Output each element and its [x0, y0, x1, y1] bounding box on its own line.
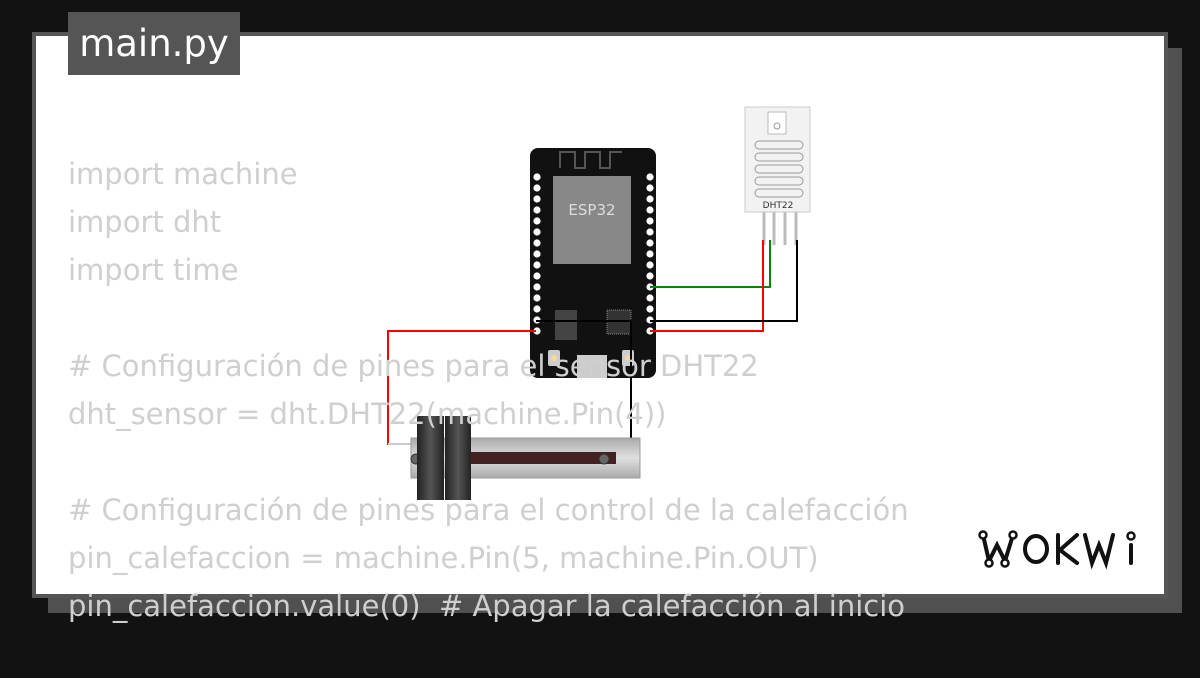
slider-knob[interactable] — [417, 416, 444, 500]
code-line — [68, 438, 909, 486]
header-pin[interactable] — [646, 261, 654, 269]
header-pin[interactable] — [533, 217, 541, 225]
header-pin[interactable] — [533, 184, 541, 192]
esp32-label: ESP32 — [568, 201, 615, 219]
header-pin[interactable] — [646, 195, 654, 203]
circuit-diagram: DHT22 ESP32 — [387, 106, 811, 500]
header-pin[interactable] — [533, 239, 541, 247]
pot-power-wire[interactable] — [387, 330, 536, 445]
header-pin[interactable] — [533, 206, 541, 214]
header-pin[interactable] — [646, 173, 654, 181]
header-pin[interactable] — [533, 327, 541, 335]
signal-wire[interactable] — [650, 240, 771, 288]
header-pin[interactable] — [533, 228, 541, 236]
header-pin[interactable] — [533, 272, 541, 280]
header-pin[interactable] — [646, 272, 654, 280]
header-pin[interactable] — [646, 239, 654, 247]
code-line — [68, 294, 909, 342]
header-pin[interactable] — [533, 195, 541, 203]
header-pin[interactable] — [646, 250, 654, 258]
header-pin[interactable] — [646, 217, 654, 225]
wokwi-logo — [978, 530, 1136, 570]
header-pin[interactable] — [646, 228, 654, 236]
header-pin[interactable] — [533, 173, 541, 181]
code-line: pin_calefaccion = machine.Pin(5, machine… — [68, 541, 819, 575]
file-tab-title: main.py — [68, 12, 240, 75]
header-pin[interactable] — [533, 283, 541, 291]
header-pin[interactable] — [646, 206, 654, 214]
header-pin[interactable] — [533, 250, 541, 258]
code-line: import dht — [68, 205, 222, 239]
header-pin[interactable] — [646, 294, 654, 302]
code-line: import time — [68, 253, 239, 287]
code-line: # Configuración de pines para el sensor … — [68, 349, 759, 383]
slide-potentiometer[interactable] — [388, 416, 641, 500]
dht22-label: DHT22 — [763, 201, 794, 211]
header-pin[interactable] — [533, 294, 541, 302]
pot-ground-wire[interactable] — [536, 320, 632, 445]
header-pin[interactable] — [533, 261, 541, 269]
header-pin[interactable] — [646, 305, 654, 313]
code-line: import machine — [68, 157, 298, 191]
header-pin[interactable] — [646, 184, 654, 192]
dht22-sensor[interactable]: DHT22 — [744, 106, 811, 245]
ground-wire[interactable] — [650, 240, 798, 322]
code-line: pin_calefaccion.value(0) # Apagar la cal… — [68, 589, 906, 623]
code-listing: import machine import dht import time # Co… — [68, 102, 909, 678]
header-pin[interactable] — [533, 305, 541, 313]
code-line: # Configuración de pines para el control… — [68, 493, 909, 527]
power-wire[interactable] — [650, 240, 764, 332]
code-line: dht_sensor = dht.DHT22(machine.Pin(4)) — [68, 397, 667, 431]
